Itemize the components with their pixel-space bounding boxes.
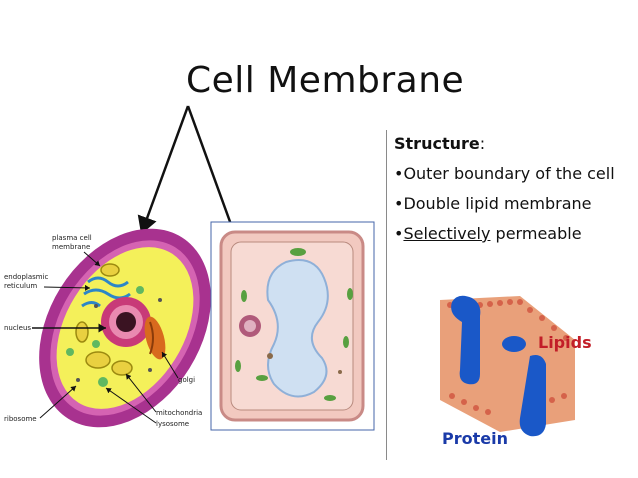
protein-label: Protein (442, 429, 508, 448)
structure-heading-colon: : (479, 134, 486, 153)
label-ribosome: ribosome (4, 415, 37, 423)
structure-heading: Structure: (394, 134, 624, 154)
label-plasma-membrane-2: membrane (52, 243, 90, 251)
label-golgi: golgi (178, 376, 195, 384)
label-mitochondria: mitochondria (156, 409, 202, 417)
label-nucleus: nucleus (4, 324, 31, 332)
lipids-label: Lipids (538, 333, 592, 352)
lysosome (98, 377, 108, 387)
bullet-selectively-permeable: •Selectively permeable (394, 224, 624, 244)
protein-right (519, 355, 546, 437)
label-plasma-membrane-1: plasma cell (52, 234, 92, 242)
bullet-suffix: permeable (490, 224, 582, 243)
golgi-body (144, 316, 166, 360)
slide-title: Cell Membrane (186, 60, 465, 101)
nucleolus (116, 312, 136, 332)
central-vacuole (266, 259, 329, 398)
structure-heading-text: Structure (394, 134, 480, 153)
structure-panel: Structure: •Outer boundary of the cell •… (394, 134, 624, 254)
label-er-2: reticulum (4, 282, 37, 290)
bullet-outer-boundary: •Outer boundary of the cell (394, 164, 615, 183)
membrane-model: Lipids Protein (440, 295, 592, 448)
protein-top (502, 336, 526, 352)
divider-line (386, 130, 387, 460)
label-lysosome: lysosome (156, 420, 189, 428)
animal-cell-labels: plasma cell membrane endoplasmic reticul… (4, 234, 202, 428)
bullet-double-lipid: •Double lipid membrane (394, 194, 592, 213)
animal-cell (39, 228, 211, 428)
mitochondrion (85, 351, 111, 369)
bullet-prefix: • (394, 224, 404, 243)
plant-cell (210, 221, 375, 431)
protein-left (451, 295, 481, 385)
chloroplast (290, 248, 306, 256)
label-er-1: endoplasmic (4, 273, 49, 281)
selectively-word: Selectively (403, 224, 491, 243)
ribosome (76, 378, 80, 382)
